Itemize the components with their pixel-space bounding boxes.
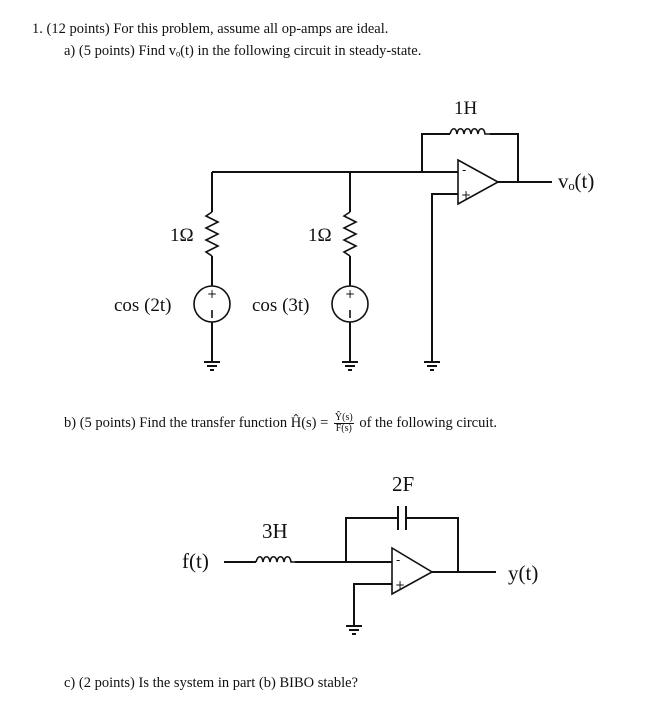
source-2-label: cos (3t) <box>252 295 310 316</box>
source-2-plus: + <box>345 287 355 301</box>
ground-a2 <box>342 361 358 371</box>
op-amp-b <box>391 546 434 596</box>
op-amp-a <box>457 158 500 206</box>
inductor-3h-label: 3H <box>262 519 288 543</box>
circuit-a-feedback-right <box>490 133 519 182</box>
source-1-plus: + <box>207 287 217 301</box>
op-amp-a-plus: + <box>461 188 471 202</box>
problem-header: 1. (12 points) For this problem, assume … <box>32 21 389 37</box>
circuit-a-feedback-left <box>421 133 450 172</box>
resistor-2-label: 1Ω <box>308 225 332 246</box>
capacitor-2f-label: 2F <box>392 472 414 496</box>
inductor-3h <box>255 555 295 563</box>
output-y-label: y(t) <box>508 561 538 585</box>
fraction-denominator: F(s) <box>335 423 352 434</box>
part-b-suffix: of the following circuit. <box>359 414 498 431</box>
ground-a1 <box>204 361 220 371</box>
part-b-question: b) (5 points) Find the transfer function… <box>64 413 497 434</box>
capacitor-2f <box>397 506 407 530</box>
inductor-1h-label: 1H <box>454 98 478 119</box>
part-b-prefix: b) (5 points) Find the transfer function… <box>64 414 329 431</box>
ground-b <box>346 625 362 635</box>
op-amp-b-plus-wire <box>353 583 392 626</box>
feedback-right-wire <box>406 517 459 572</box>
output-vo-label: vₒ(t) <box>558 169 594 193</box>
part-c-question: c) (2 points) Is the system in part (b) … <box>64 675 358 691</box>
source-1-label: cos (2t) <box>114 295 172 316</box>
resistor-1-label: 1Ω <box>170 225 194 246</box>
transfer-function-fraction: Ŷ(s) F(s) <box>333 412 354 434</box>
circuit-a: 1H - + vₒ(t) 1Ω + cos (2t) 1Ω + cos (3t) <box>114 98 594 371</box>
ground-a3 <box>424 361 440 371</box>
feedback-left-wire <box>345 517 398 562</box>
inductor-1h <box>449 127 490 135</box>
fraction-numerator: Ŷ(s) <box>333 412 354 424</box>
part-a-question: a) (5 points) Find vₒ(t) in the followin… <box>64 43 422 59</box>
op-amp-b-minus: - <box>396 553 400 567</box>
op-amp-a-plus-wire <box>431 193 458 362</box>
op-amp-a-minus: - <box>462 163 466 177</box>
circuit-b: f(t) 3H 2F - + y(t) <box>182 472 538 635</box>
op-amp-b-plus: + <box>395 578 405 592</box>
resistor-1 <box>204 211 220 257</box>
resistor-2 <box>342 211 358 257</box>
input-f-label: f(t) <box>182 549 209 573</box>
